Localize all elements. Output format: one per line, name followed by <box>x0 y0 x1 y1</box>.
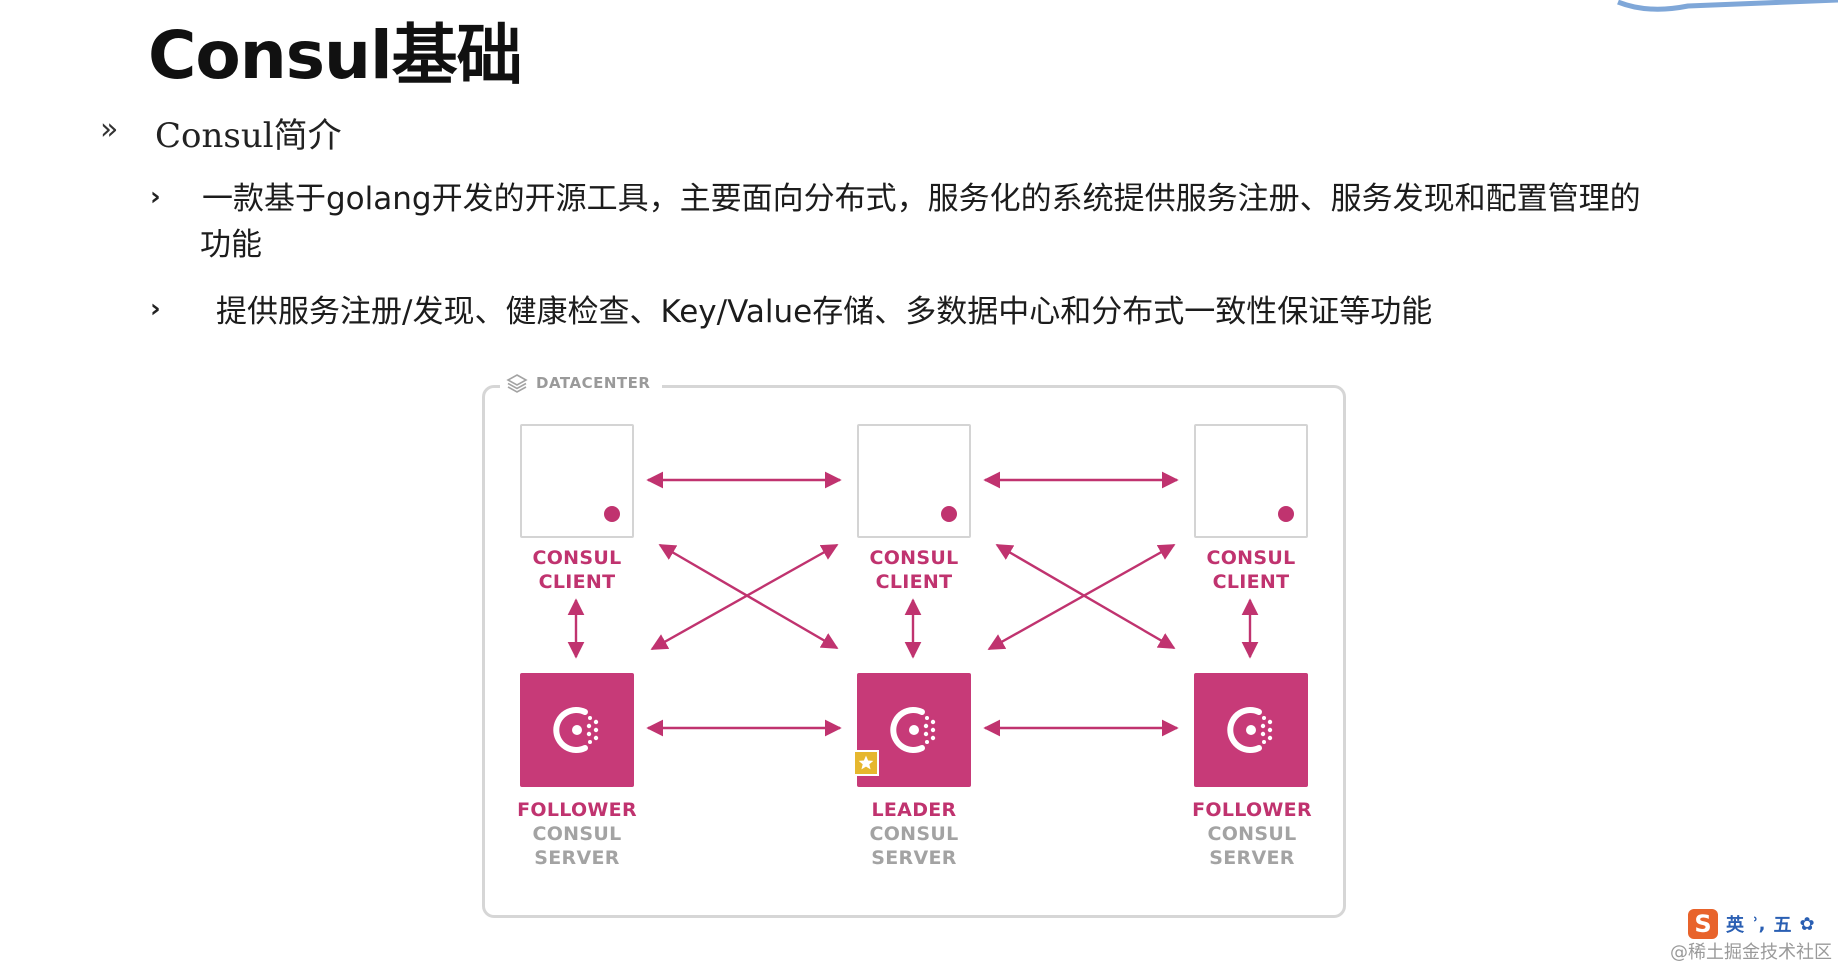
ime-punctuation-toggle[interactable]: ʾ, <box>1752 913 1766 935</box>
consul-logo-icon <box>1227 707 1273 753</box>
bullet-1-line-1: 一款基于golang开发的开源工具，主要面向分布式，服务化的系统提供服务注册、服… <box>202 181 1641 217</box>
consul-server-node-3 <box>1194 673 1308 787</box>
datacenter-header: DATACENTER <box>500 372 663 394</box>
watermark: @稀土掘金技术社区 <box>1670 942 1832 963</box>
client-label-line: CONSUL <box>1206 547 1296 569</box>
server-label-line: SERVER <box>871 847 957 869</box>
bullet-marker: › <box>150 182 161 212</box>
consul-client-node-1 <box>520 424 634 538</box>
client-label-2: CONSUL CLIENT <box>834 546 994 594</box>
slide-title: Consul基础 <box>148 17 523 94</box>
arrow-cross-1b <box>650 543 839 651</box>
client-label-1: CONSUL CLIENT <box>497 546 657 594</box>
section-heading: Consul简介 <box>155 116 342 156</box>
client-label-line: CLIENT <box>875 571 953 593</box>
ime-wubi-toggle[interactable]: 五 <box>1773 915 1792 936</box>
section-marker: » <box>100 112 119 147</box>
bullet-1-line-2: 功能 <box>200 227 262 263</box>
client-label-line: CONSUL <box>532 547 622 569</box>
consul-server-node-1 <box>520 673 634 787</box>
bullet-2: 提供服务注册/发现、健康检查、Key/Value存储、多数据中心和分布式一致性保… <box>216 294 1433 330</box>
datacenter-frame <box>482 385 1346 918</box>
consul-architecture-diagram: DATACENTER CONSUL <box>470 370 1350 930</box>
server-role: FOLLOWER <box>1192 799 1312 821</box>
client-label-3: CONSUL CLIENT <box>1171 546 1331 594</box>
server-label-2: LEADER CONSUL SERVER <box>834 798 994 870</box>
client-label-line: CLIENT <box>538 571 616 593</box>
client-label-line: CLIENT <box>1212 571 1290 593</box>
client-dot <box>604 506 620 522</box>
server-label-1: FOLLOWER CONSUL SERVER <box>497 798 657 870</box>
layers-icon <box>506 374 528 393</box>
consul-logo-icon <box>553 707 599 753</box>
arrow-cross-2b <box>987 543 1176 651</box>
server-label-line: CONSUL <box>532 823 622 845</box>
server-label-line: SERVER <box>1209 847 1295 869</box>
bullet-marker: › <box>150 294 161 324</box>
ime-logo-icon[interactable]: S <box>1688 909 1718 939</box>
server-label-line: CONSUL <box>1207 823 1297 845</box>
server-label-line: CONSUL <box>869 823 959 845</box>
client-dot <box>941 506 957 522</box>
server-role: LEADER <box>871 799 957 821</box>
ime-toolbar[interactable]: S 英 ʾ, 五 ✿ <box>1688 908 1834 940</box>
consul-logo-icon <box>890 707 936 753</box>
connection-arrows <box>567 471 1259 737</box>
datacenter-label: DATACENTER <box>536 374 651 392</box>
server-label-3: FOLLOWER CONSUL SERVER <box>1172 798 1332 870</box>
corner-decoration <box>1617 0 1838 12</box>
client-dot <box>1278 506 1294 522</box>
leader-star-icon <box>853 750 879 776</box>
server-label-line: SERVER <box>534 847 620 869</box>
consul-client-node-3 <box>1194 424 1308 538</box>
consul-server-node-2 <box>853 673 971 787</box>
bullet-1: 一款基于golang开发的开源工具，主要面向分布式，服务化的系统提供服务注册、服… <box>200 176 1722 268</box>
client-label-line: CONSUL <box>869 547 959 569</box>
ime-language-toggle[interactable]: 英 <box>1726 915 1744 936</box>
ime-settings-icon[interactable]: ✿ <box>1799 913 1815 935</box>
server-role: FOLLOWER <box>517 799 637 821</box>
consul-client-node-2 <box>857 424 971 538</box>
